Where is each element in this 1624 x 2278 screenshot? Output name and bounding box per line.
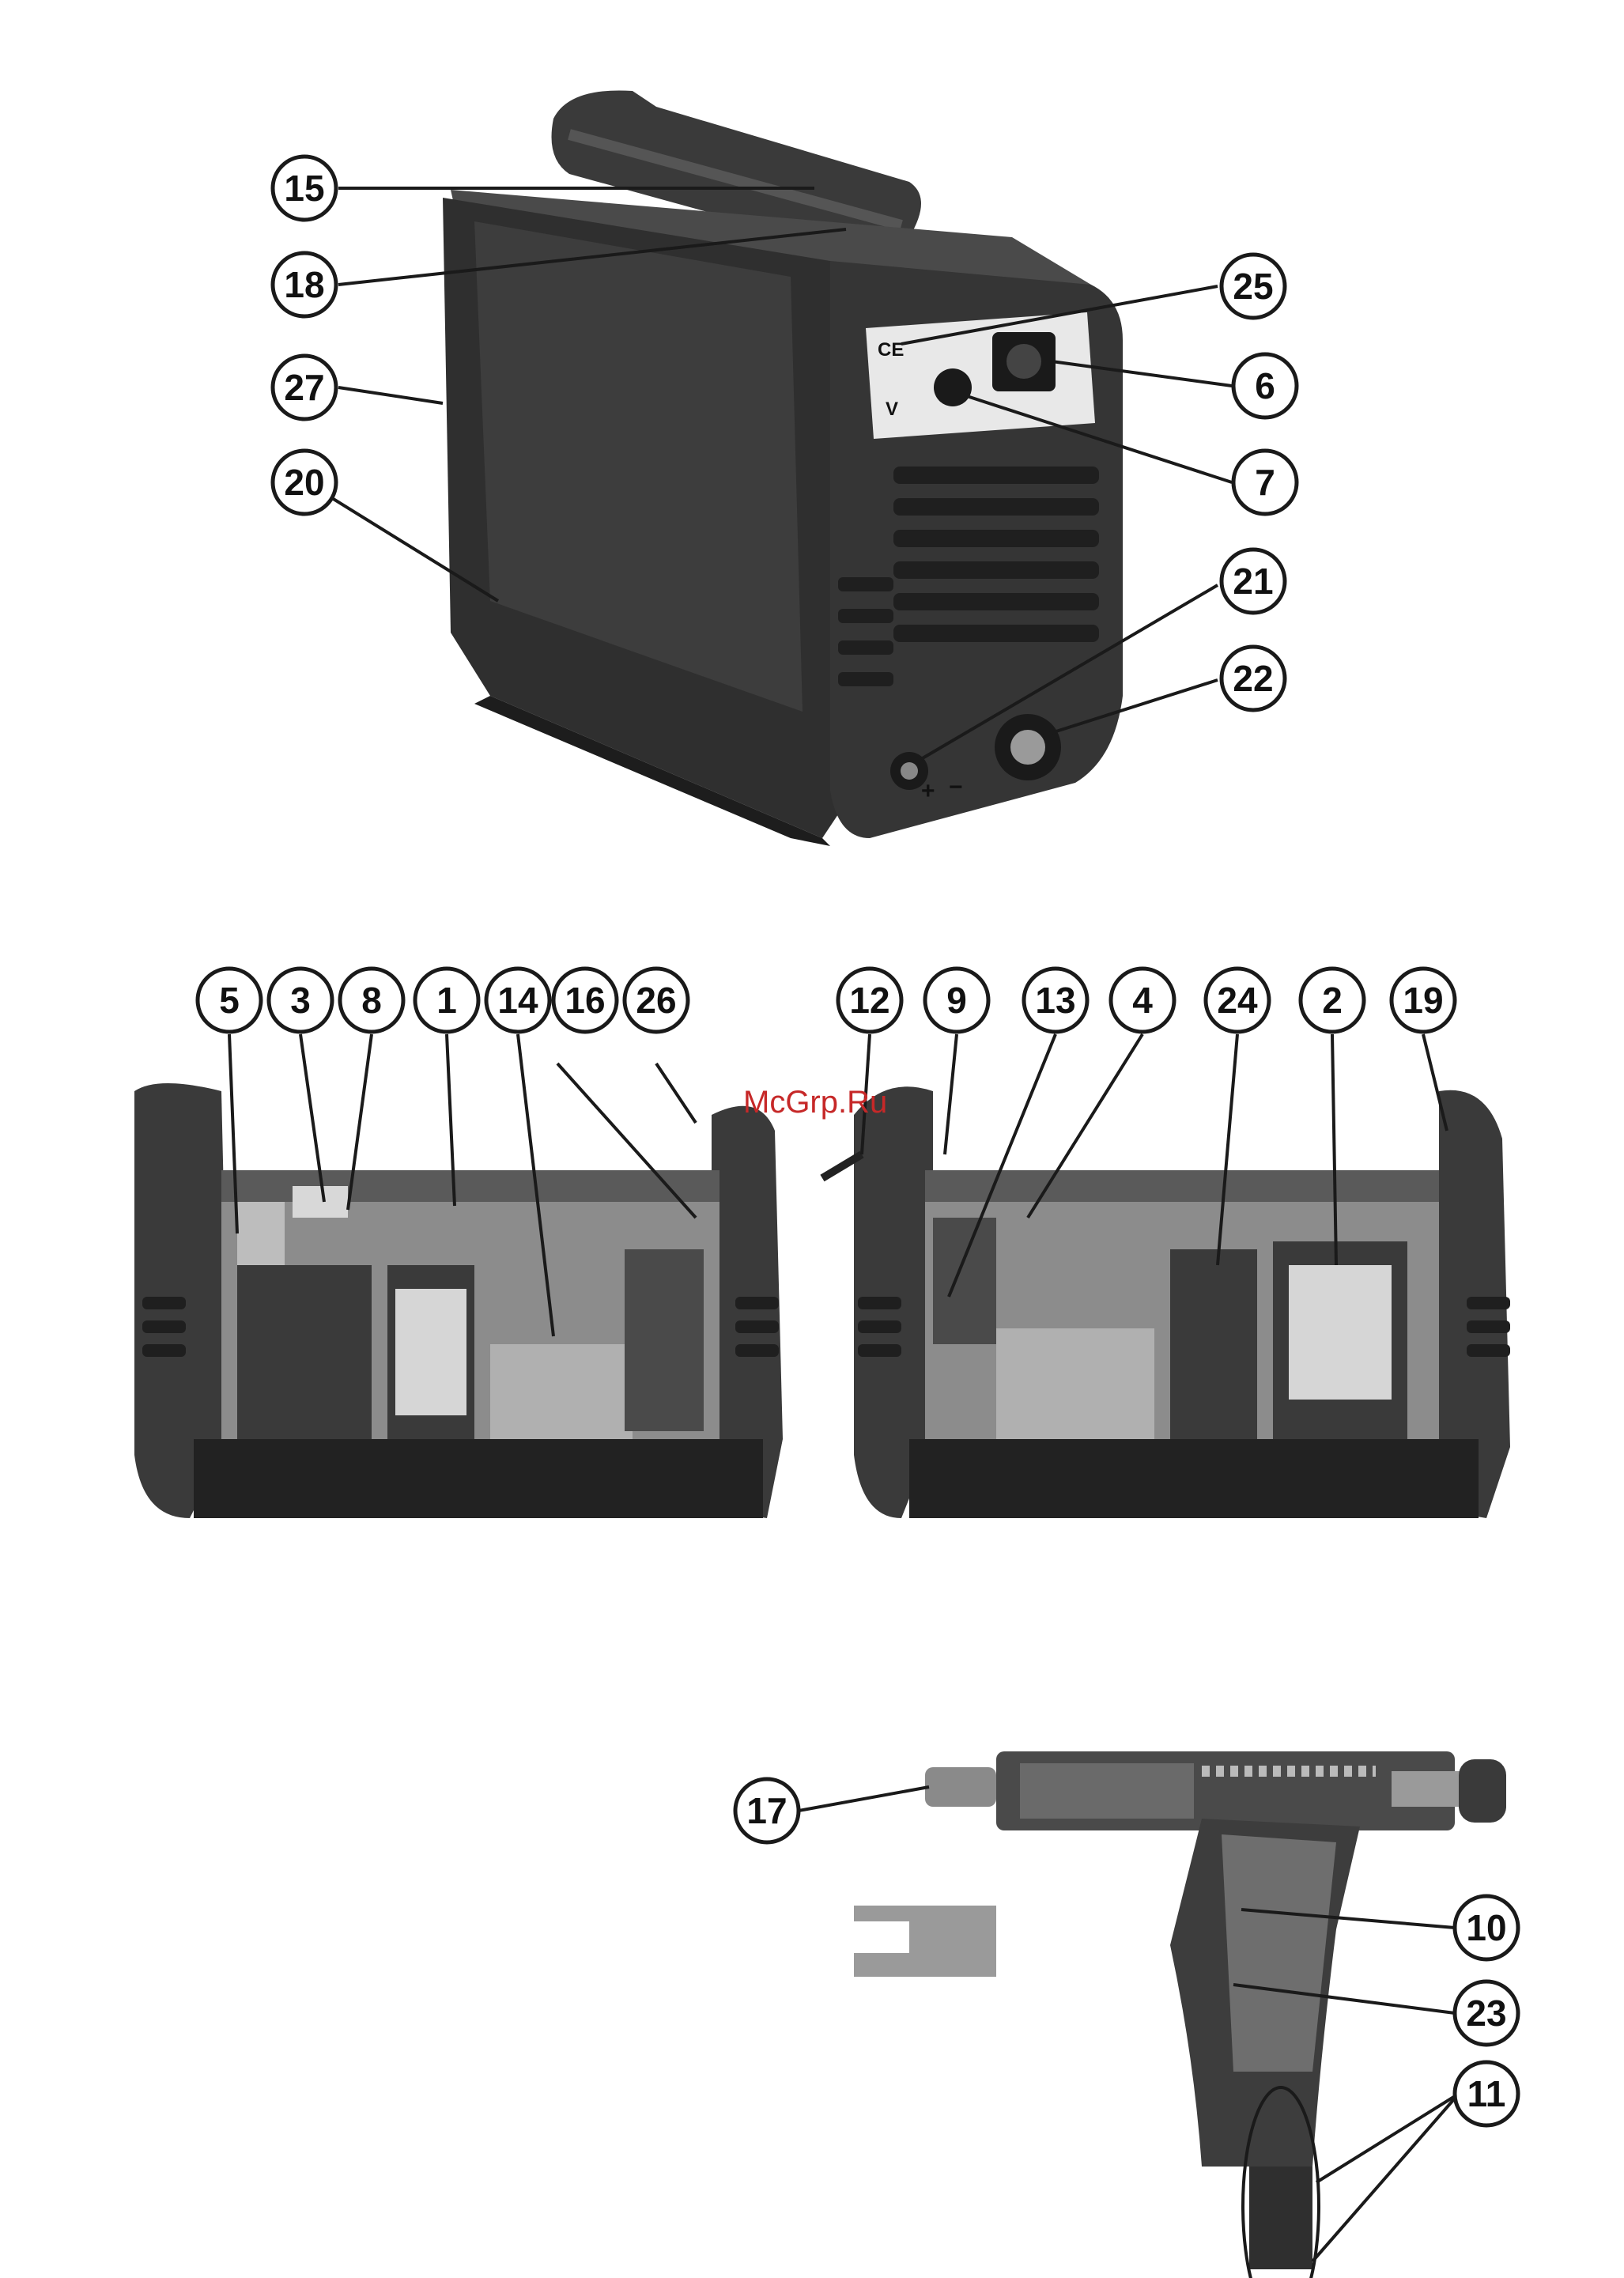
welding-gun bbox=[854, 1751, 1506, 2278]
callout-24: 24 bbox=[1206, 969, 1269, 1032]
callout-18: 18 bbox=[273, 253, 336, 316]
ce-mark: CE bbox=[878, 339, 904, 361]
callout-17: 17 bbox=[735, 1779, 799, 1842]
callout-19: 19 bbox=[1392, 969, 1455, 1032]
callout-10: 10 bbox=[1455, 1896, 1518, 1959]
svg-text:5: 5 bbox=[219, 980, 240, 1021]
watermark-text: McGrp.Ru bbox=[743, 1085, 887, 1120]
callout-5: 5 bbox=[198, 969, 261, 1032]
svg-text:15: 15 bbox=[284, 168, 324, 209]
callout-7: 7 bbox=[1233, 451, 1297, 514]
callout-22: 22 bbox=[1222, 647, 1285, 710]
svg-text:27: 27 bbox=[284, 367, 324, 408]
callout-12: 12 bbox=[838, 969, 901, 1032]
svg-text:3: 3 bbox=[290, 980, 311, 1021]
callout-11: 11 bbox=[1455, 2062, 1518, 2125]
minus-mark: − bbox=[949, 774, 963, 800]
svg-text:19: 19 bbox=[1403, 980, 1443, 1021]
svg-text:9: 9 bbox=[946, 980, 967, 1021]
plus-mark: + bbox=[921, 778, 935, 804]
callout-14: 14 bbox=[486, 969, 550, 1032]
svg-text:23: 23 bbox=[1466, 1993, 1506, 2034]
volt-mark: V bbox=[886, 399, 898, 420]
svg-text:13: 13 bbox=[1035, 980, 1075, 1021]
svg-text:14: 14 bbox=[497, 980, 538, 1021]
svg-text:11: 11 bbox=[1467, 2073, 1506, 2114]
svg-text:2: 2 bbox=[1322, 980, 1343, 1021]
welder-exterior: CE V + − bbox=[443, 90, 1123, 846]
svg-text:12: 12 bbox=[849, 980, 889, 1021]
callout-21: 21 bbox=[1222, 550, 1285, 613]
callout-8: 8 bbox=[340, 969, 403, 1032]
callout-23: 23 bbox=[1455, 1981, 1518, 2045]
knob-icon bbox=[934, 368, 972, 406]
svg-text:6: 6 bbox=[1255, 365, 1275, 406]
svg-text:18: 18 bbox=[284, 264, 324, 305]
callout-16: 16 bbox=[553, 969, 617, 1032]
svg-text:21: 21 bbox=[1233, 561, 1273, 602]
callout-1: 1 bbox=[415, 969, 478, 1032]
bottom-leaders bbox=[799, 1787, 1459, 2261]
interior-view-right bbox=[822, 1086, 1510, 1518]
callout-6: 6 bbox=[1233, 354, 1297, 417]
callout-20: 20 bbox=[273, 451, 336, 514]
svg-text:26: 26 bbox=[636, 980, 676, 1021]
callout-15: 15 bbox=[273, 157, 336, 220]
svg-text:10: 10 bbox=[1466, 1907, 1506, 1948]
svg-text:1: 1 bbox=[436, 980, 457, 1021]
callout-13: 13 bbox=[1024, 969, 1087, 1032]
svg-text:4: 4 bbox=[1132, 980, 1153, 1021]
svg-text:25: 25 bbox=[1233, 266, 1273, 307]
callout-4: 4 bbox=[1111, 969, 1174, 1032]
callout-26: 26 bbox=[625, 969, 688, 1032]
svg-text:7: 7 bbox=[1255, 462, 1275, 503]
callout-27: 27 bbox=[273, 356, 336, 419]
svg-text:17: 17 bbox=[746, 1790, 787, 1831]
callout-9: 9 bbox=[925, 969, 988, 1032]
svg-text:24: 24 bbox=[1217, 980, 1258, 1021]
interior-view-left bbox=[134, 1083, 783, 1518]
svg-text:8: 8 bbox=[361, 980, 382, 1021]
svg-text:16: 16 bbox=[565, 980, 605, 1021]
callout-25: 25 bbox=[1222, 255, 1285, 318]
svg-text:22: 22 bbox=[1233, 658, 1273, 699]
callout-3: 3 bbox=[269, 969, 332, 1032]
callout-2: 2 bbox=[1301, 969, 1364, 1032]
svg-text:20: 20 bbox=[284, 462, 324, 503]
